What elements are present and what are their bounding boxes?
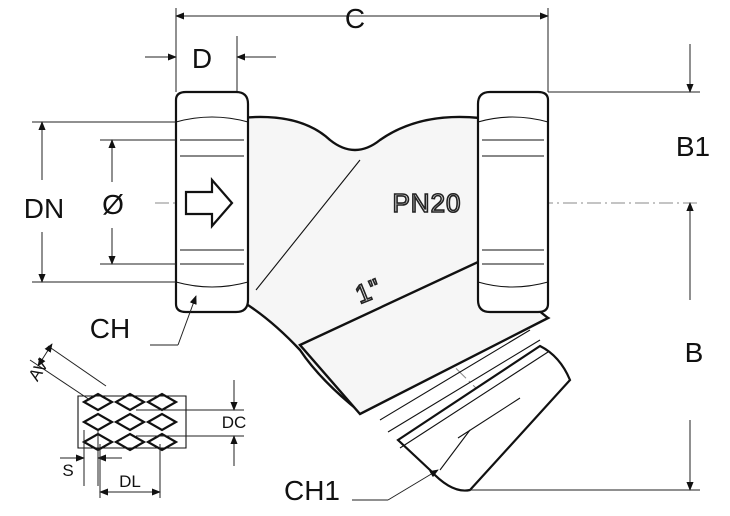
label-ch1: CH1	[284, 475, 340, 506]
callout-ch1: CH1	[284, 469, 439, 506]
label-dc: DC	[222, 413, 247, 432]
label-b: B	[685, 337, 704, 368]
pressure-rating-marking: PN20	[392, 188, 461, 218]
dimension-c: C	[175, 3, 549, 92]
flow-direction-arrow-icon	[184, 177, 234, 229]
dimension-b: B	[470, 202, 704, 491]
mesh-detail: AV DC S DL	[25, 343, 247, 498]
label-s: S	[62, 461, 73, 480]
label-d: D	[192, 43, 212, 74]
label-dl: DL	[119, 472, 141, 491]
inlet-hex-port	[174, 90, 250, 314]
label-b1: B1	[676, 131, 710, 162]
callout-ch: CH	[90, 295, 197, 346]
dimension-diameter: Ø	[100, 139, 176, 265]
label-diameter: Ø	[102, 189, 124, 220]
dimension-b1: B1	[548, 44, 710, 248]
label-ch: CH	[90, 313, 130, 344]
label-c: C	[345, 3, 365, 34]
label-av: AV	[25, 356, 53, 385]
dimension-dn: DN	[24, 121, 176, 283]
label-dn: DN	[24, 193, 64, 224]
dimension-d: D	[145, 36, 276, 92]
outlet-hex-port	[476, 90, 550, 314]
strainer-cap	[379, 329, 572, 492]
